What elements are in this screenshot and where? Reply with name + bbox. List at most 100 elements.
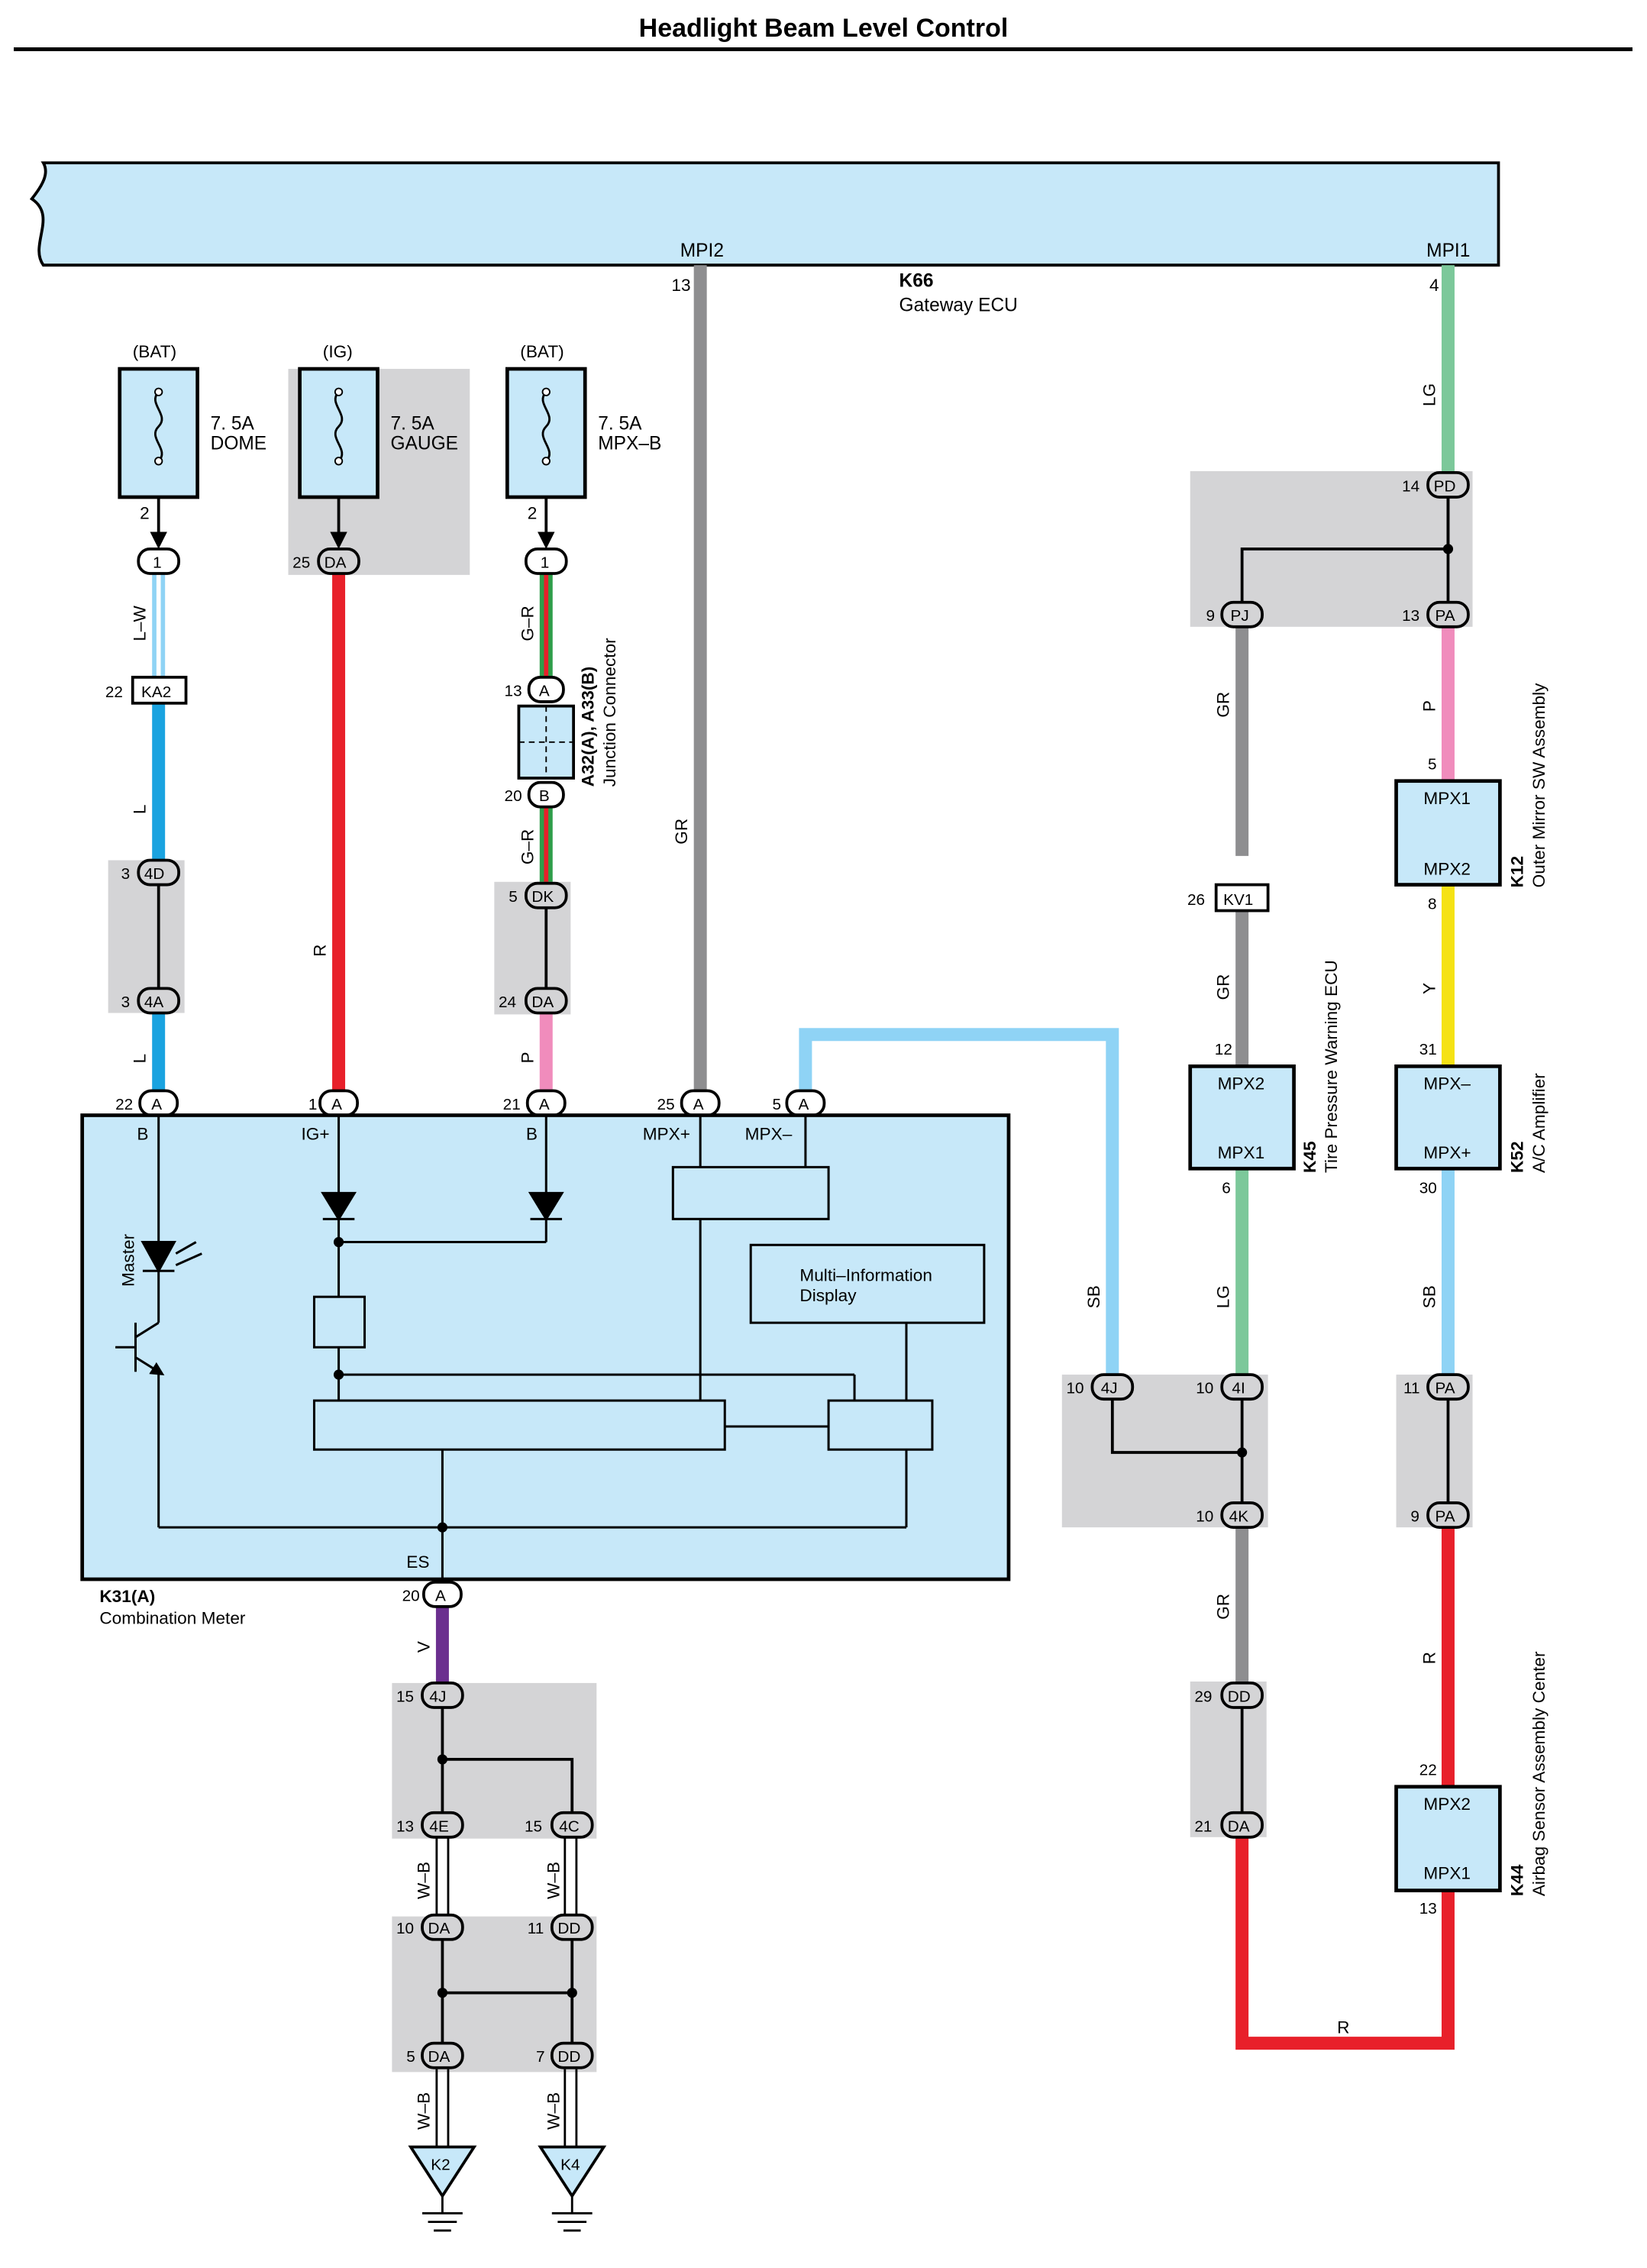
pin-oval: PA (1426, 600, 1470, 628)
svg-text:9: 9 (1206, 607, 1215, 625)
svg-text:R: R (311, 945, 330, 957)
svg-text:21: 21 (503, 1096, 521, 1113)
connector-pins: 1 4D 3 4A 3 A 22 KA2 22 DA 25 A 1 1 A 13… (105, 471, 1470, 2069)
svg-text:A: A (151, 1096, 162, 1113)
pin-oval: PA (1426, 1373, 1470, 1401)
svg-text:MPX2: MPX2 (1218, 1074, 1265, 1094)
svg-text:MPX+: MPX+ (643, 1125, 690, 1144)
svg-text:MPX1: MPX1 (1423, 1864, 1471, 1883)
svg-text:4J: 4J (429, 1688, 446, 1705)
svg-text:4A: 4A (144, 993, 164, 1011)
svg-text:K44: K44 (1508, 1864, 1527, 1896)
gateway-ecu: MPI2 MPI1 13 4 K66 Gateway ECU (29, 161, 1500, 316)
svg-text:22: 22 (105, 683, 123, 701)
svg-text:4J: 4J (1101, 1380, 1118, 1397)
pin-oval: 4E (421, 1811, 464, 1839)
title-rule (14, 47, 1632, 51)
pin-oval: 1 (137, 548, 180, 575)
svg-text:7: 7 (536, 2048, 545, 2066)
combination-meter: B IG+ B MPX+ MPX– ES (80, 1113, 1011, 1628)
svg-text:PD: PD (1434, 477, 1456, 495)
fuse-mpxb-pin: 2 (528, 503, 538, 522)
svg-text:1: 1 (153, 554, 162, 571)
pin-oval: 4J (1090, 1373, 1135, 1401)
svg-text:5: 5 (509, 888, 518, 906)
svg-text:9: 9 (1410, 1508, 1419, 1526)
pin-oval: 4I (1220, 1373, 1264, 1401)
svg-text:K4: K4 (560, 2157, 580, 2174)
svg-text:13: 13 (1419, 1900, 1437, 1917)
pin-oval: DA (421, 2041, 464, 2069)
svg-text:DD: DD (1228, 1688, 1251, 1705)
svg-text:3: 3 (121, 865, 131, 883)
svg-text:ES: ES (406, 1552, 429, 1572)
gateway-name: Gateway ECU (899, 296, 1018, 316)
svg-text:20: 20 (505, 787, 522, 805)
svg-text:GR: GR (1214, 692, 1233, 718)
svg-text:IG+: IG+ (301, 1125, 329, 1144)
k45-tire-pressure: MPX2 MPX1 12 6 K45 Tire Pressure Warning… (1188, 960, 1341, 1197)
pin-oval: DA (317, 548, 360, 575)
svg-text:8: 8 (1428, 896, 1437, 913)
pin-oval: PJ (1220, 600, 1264, 628)
svg-text:L–W: L–W (131, 606, 150, 641)
gateway-mpi1-number: 4 (1429, 276, 1439, 295)
gateway-mpi2-number: 13 (671, 276, 690, 295)
svg-text:DD: DD (557, 2048, 580, 2066)
svg-text:L: L (131, 805, 150, 815)
svg-text:A/C Amplifier: A/C Amplifier (1529, 1073, 1549, 1173)
svg-text:G–R: G–R (518, 829, 537, 865)
svg-text:10: 10 (1196, 1380, 1213, 1397)
svg-text:DA: DA (1228, 1817, 1250, 1835)
pin-oval: 4A (137, 987, 180, 1015)
svg-text:15: 15 (396, 1688, 414, 1705)
svg-text:MPX2: MPX2 (1423, 1795, 1471, 1814)
svg-text:10: 10 (1066, 1380, 1083, 1397)
fuse-mpxb: (BAT) 7. 5A MPX–B 2 (505, 342, 661, 549)
k12-outer-mirror: MPX1 MPX2 5 8 K12 Outer Mirror SW Assemb… (1394, 683, 1549, 913)
svg-text:3: 3 (121, 993, 131, 1011)
svg-text:B: B (526, 1125, 538, 1144)
svg-text:P: P (518, 1052, 537, 1063)
k52-ac-amplifier: MPX– MPX+ 31 30 K52 A/C Amplifier (1394, 1041, 1549, 1197)
svg-text:26: 26 (1187, 891, 1205, 909)
meter-name: Combination Meter (99, 1609, 246, 1628)
svg-text:B: B (539, 787, 550, 805)
svg-text:5: 5 (406, 2048, 415, 2066)
ground-k2: K2 (408, 2145, 477, 2232)
junction-dots (437, 544, 1454, 1998)
svg-text:1: 1 (541, 554, 550, 571)
pin-oval: A (785, 1089, 826, 1117)
svg-text:PA: PA (1435, 607, 1455, 625)
svg-text:R: R (1419, 1652, 1439, 1664)
fuse-gauge: (IG) 7. 5A GAUGE (298, 342, 458, 549)
svg-text:13: 13 (505, 682, 522, 699)
pin-oval: 4J (421, 1682, 464, 1709)
svg-text:L: L (131, 1054, 150, 1064)
svg-text:29: 29 (1194, 1688, 1212, 1705)
junction-name: Junction Connector (600, 638, 619, 787)
svg-text:1: 1 (308, 1096, 318, 1113)
svg-text:4K: 4K (1229, 1508, 1249, 1526)
wires (152, 265, 1455, 2147)
svg-text:10: 10 (1196, 1508, 1213, 1526)
svg-text:14: 14 (1402, 477, 1419, 495)
svg-text:DA: DA (428, 1920, 451, 1937)
svg-text:R: R (1337, 2018, 1349, 2037)
fuse-dome-supply: (BAT) (133, 342, 176, 361)
pin-oval: 4D (137, 858, 180, 887)
svg-text:4D: 4D (144, 865, 165, 883)
svg-text:MPX–: MPX– (745, 1125, 793, 1144)
pin-oval: DD (550, 1913, 594, 1941)
svg-text:GR: GR (672, 819, 691, 845)
svg-text:K45: K45 (1300, 1141, 1319, 1173)
pin-oval: A (525, 1089, 567, 1117)
svg-text:V: V (414, 1641, 433, 1653)
svg-text:Outer Mirror SW Assembly: Outer Mirror SW Assembly (1529, 683, 1549, 887)
pin-oval: DK (524, 881, 568, 909)
pin-oval: A (318, 1089, 359, 1117)
svg-text:A: A (693, 1096, 704, 1113)
fuse-mpxb-rating: 7. 5A (598, 413, 642, 434)
svg-text:A: A (798, 1096, 809, 1113)
